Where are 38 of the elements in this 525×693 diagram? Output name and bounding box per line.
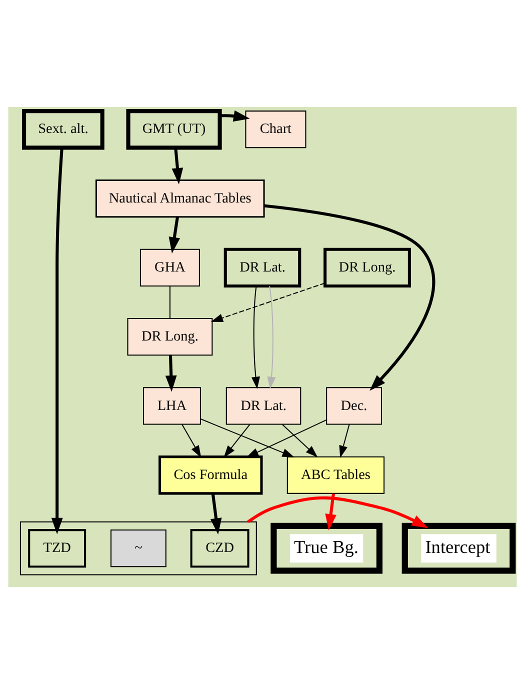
arrow: [339, 424, 350, 458]
node-box: DR Lat.: [224, 247, 302, 287]
connector: [169, 286, 170, 318]
arrow: [267, 286, 276, 389]
node-box: DR Long.: [127, 318, 213, 356]
arrow: [224, 424, 250, 458]
node-box: Nautical Almanac Tables: [95, 178, 265, 218]
arrow: [168, 216, 180, 253]
arrow: [210, 282, 326, 322]
node-box: GMT (UT): [126, 108, 222, 150]
node-box: DR Lat.: [226, 386, 302, 424]
arrow: [182, 424, 202, 458]
node-box: LHA: [143, 386, 201, 424]
node-box: Sext. alt.: [22, 108, 104, 150]
arrow: [220, 110, 250, 122]
node-box: TZD: [28, 528, 86, 568]
node-box: True Bg.: [270, 522, 382, 574]
arrow: [247, 496, 428, 528]
node-box: ~: [110, 529, 166, 567]
arrow: [264, 204, 436, 390]
node-box: ABC Tables: [286, 456, 385, 494]
arrow: [282, 424, 318, 457]
node-box: GHA: [140, 248, 200, 286]
node-box: Chart: [245, 110, 306, 148]
arrow: [246, 418, 327, 457]
arrow: [210, 493, 222, 534]
arrow: [325, 493, 336, 530]
node-box: Intercept: [402, 522, 516, 574]
arrow: [51, 147, 64, 534]
arrow: [251, 286, 260, 389]
node-box: Cos Formula: [158, 455, 263, 494]
cluster: [20, 520, 257, 575]
node-box: Dec.: [326, 386, 382, 424]
arrow: [172, 147, 184, 184]
arrow: [165, 354, 177, 392]
arrow: [200, 418, 294, 457]
node-box: CZD: [190, 528, 250, 568]
node-box: DR Long.: [324, 247, 411, 287]
